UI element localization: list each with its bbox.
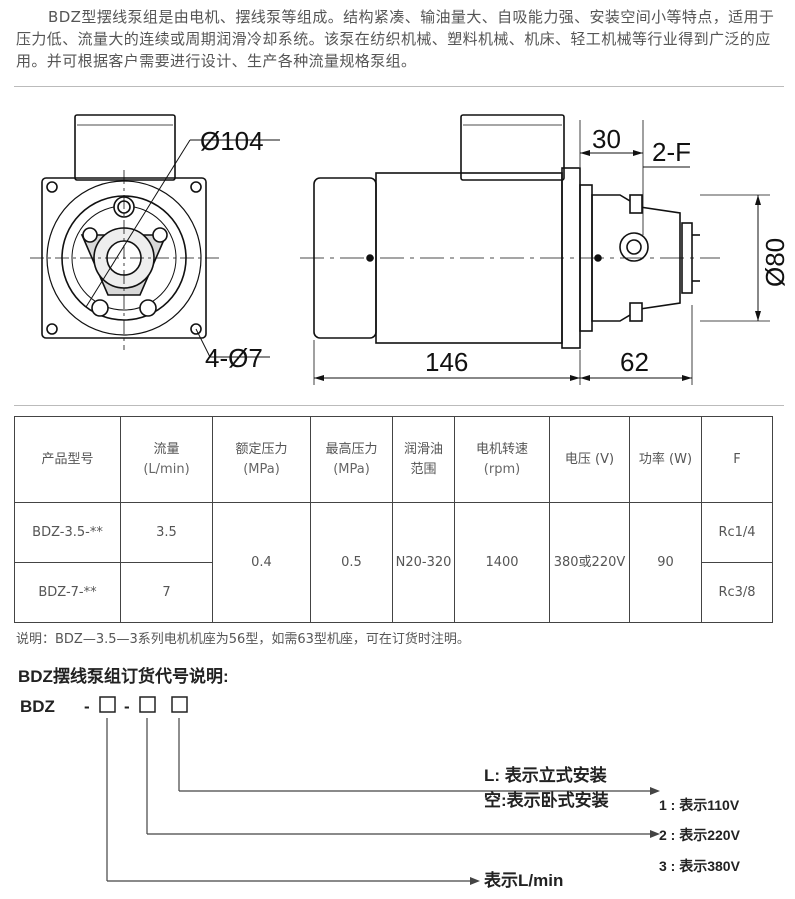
code-dash-2: - bbox=[124, 697, 130, 716]
cell-rated-pressure: 0.4 bbox=[212, 502, 311, 623]
top-divider bbox=[14, 86, 784, 87]
header-max-pressure: 最高压力(MPa) bbox=[310, 416, 393, 503]
terminal-box-front bbox=[74, 114, 176, 181]
dim-diameter-104: Ø104 bbox=[200, 126, 264, 156]
cell-voltage: 380或220V bbox=[549, 502, 630, 623]
table-row: BDZ-3.5-** 3.5 0.4 0.5 N20-320 1400 380或… bbox=[14, 502, 773, 623]
code-box-voltage bbox=[99, 696, 116, 713]
mid-divider bbox=[14, 405, 784, 406]
dim-146: 146 bbox=[425, 347, 468, 377]
terminal-box-side bbox=[460, 114, 565, 181]
cell-f: Rc3/8 bbox=[701, 562, 773, 623]
header-model: 产品型号 bbox=[14, 416, 121, 503]
header-power: 功率 (W) bbox=[629, 416, 702, 503]
spec-table: 产品型号 流量(L/min) 额定压力(MPa) 最高压力(MPa) 润滑油范围… bbox=[14, 416, 773, 623]
cell-model: BDZ-7-** bbox=[14, 562, 121, 623]
label-voltage-220: 2 : 表示220V bbox=[659, 827, 741, 843]
order-code-diagram: BDZ - - L: 表示立式安装 空:表示卧式安装 1 : 表示110V 2 … bbox=[20, 696, 741, 890]
dim-62: 62 bbox=[620, 347, 649, 377]
order-code-title: BDZ摆线泵组订货代号说明: bbox=[18, 667, 229, 686]
header-voltage: 电压 (V) bbox=[549, 416, 630, 503]
dim-mount-holes: 4-Ø7 bbox=[205, 343, 263, 373]
mount-hole-bl bbox=[46, 323, 58, 335]
table-row: BDZ-7-** 7 Rc3/8 bbox=[14, 562, 773, 623]
technical-drawing: Ø104 4-Ø7 30 2-F 146 62 Ø80 bbox=[30, 114, 790, 385]
cell-f: Rc1/4 bbox=[701, 502, 773, 563]
cell-flow: 7 bbox=[120, 562, 213, 623]
cell-model: BDZ-3.5-** bbox=[14, 502, 121, 563]
cell-power: 90 bbox=[629, 502, 702, 623]
header-speed: 电机转速(rpm) bbox=[454, 416, 550, 503]
label-flow: 表示L/min bbox=[484, 870, 563, 890]
dim-30: 30 bbox=[592, 124, 621, 154]
cell-oil-range: N20-320 bbox=[392, 502, 455, 623]
header-f: F bbox=[701, 416, 773, 503]
code-box-mount bbox=[171, 696, 188, 713]
label-vertical-mount: L: 表示立式安装 bbox=[484, 765, 607, 785]
dim-2f: 2-F bbox=[652, 137, 691, 167]
label-voltage-110: 1 : 表示110V bbox=[659, 797, 740, 813]
header-rated-pressure: 额定压力(MPa) bbox=[212, 416, 311, 503]
footnote: 说明：BDZ—3.5—3系列电机机座为56型，如需63型机座，可在订货时注明。 bbox=[16, 632, 470, 647]
header-oil-range: 润滑油范围 bbox=[392, 416, 455, 503]
label-voltage-380: 3 : 表示380V bbox=[659, 858, 741, 874]
code-box-flow-slot bbox=[139, 696, 156, 713]
side-view bbox=[300, 114, 770, 385]
label-horizontal-mount: 空:表示卧式安装 bbox=[484, 790, 609, 810]
intro-paragraph: BDZ型摆线泵组是由电机、摆线泵等组成。结构紧凑、输油量大、自吸能力强、安装空间… bbox=[16, 8, 775, 70]
cell-speed: 1400 bbox=[454, 502, 550, 623]
mount-hole-tr bbox=[190, 181, 202, 193]
cell-max-pressure: 0.5 bbox=[310, 502, 393, 623]
cell-flow: 3.5 bbox=[120, 502, 213, 563]
pump-housing-side bbox=[591, 194, 681, 322]
code-prefix: BDZ bbox=[20, 697, 55, 716]
dim-diameter-80: Ø80 bbox=[760, 238, 790, 287]
front-view bbox=[30, 114, 280, 358]
header-flow: 流量(L/min) bbox=[120, 416, 213, 503]
code-dash-1: - bbox=[84, 697, 90, 716]
mount-hole-tl bbox=[46, 181, 58, 193]
